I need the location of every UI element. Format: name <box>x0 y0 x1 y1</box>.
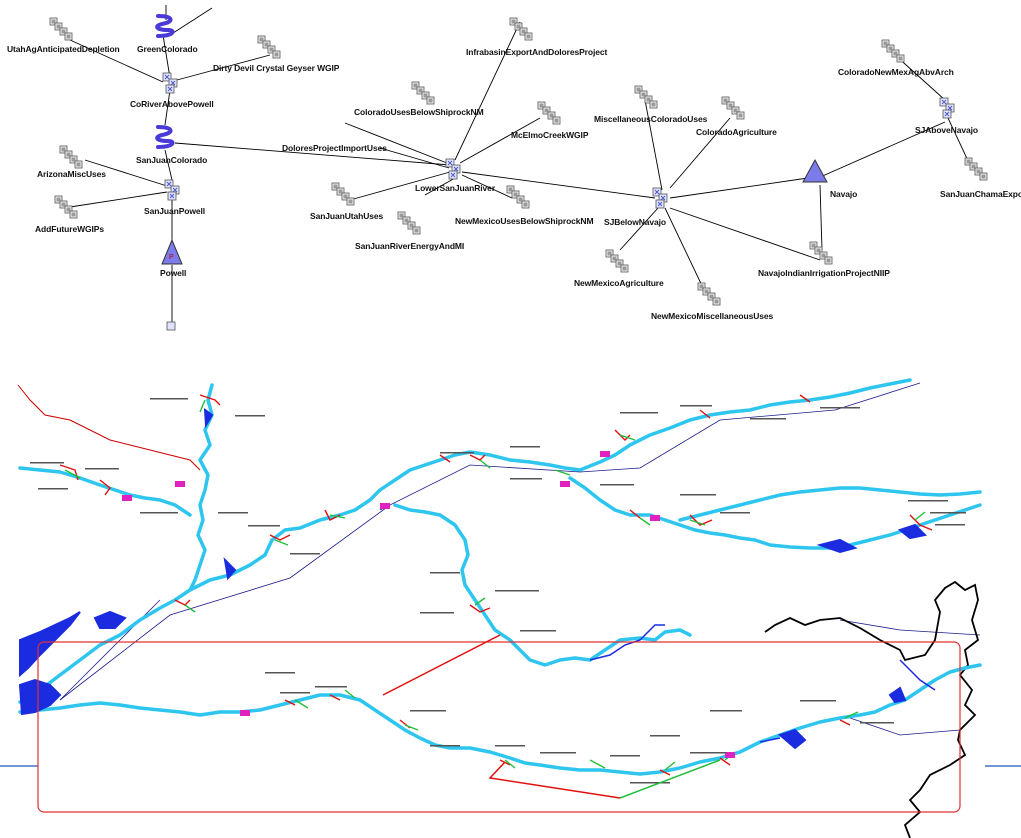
node-label: SanJuanRiverEnergyAndMI <box>355 241 464 251</box>
node-label: McElmoCreekWGIP <box>511 130 589 140</box>
node-powell-reservoir[interactable]: P Powell <box>160 238 186 278</box>
node-infrabasin-export[interactable]: InfrabasinExportAndDoloresProject <box>466 17 608 57</box>
map-tiny-labels <box>30 398 966 784</box>
magenta-markers <box>122 451 735 758</box>
node-label: NavajoIndianIrrigationProjectNIIP <box>758 268 890 278</box>
state-border-line <box>764 580 980 838</box>
node-label: Navajo <box>830 189 857 199</box>
node-label: SanJuanUtahUses <box>310 211 384 221</box>
node-misc-colorado-uses[interactable]: MiscellaneousColoradoUses <box>594 85 708 124</box>
node-niip[interactable]: NavajoIndianIrrigationProjectNIIP <box>758 241 890 278</box>
node-label: NewMexicoAgriculture <box>574 278 664 288</box>
network-nodes: GreenColorado UtahAgAnticipatedDepletion… <box>7 14 1021 331</box>
node-label: GreenColorado <box>137 44 198 54</box>
node-green-colorado[interactable]: GreenColorado <box>137 14 198 54</box>
node-co-river-above-powell[interactable]: CoRiverAbovePowell <box>130 72 214 109</box>
node-label: Dirty Devil Crystal Geyser WGIP <box>213 63 340 73</box>
node-label: InfrabasinExportAndDoloresProject <box>466 47 607 57</box>
node-mcelmo-creek[interactable]: McElmoCreekWGIP <box>511 101 589 140</box>
node-add-future-wgips[interactable]: AddFutureWGIPs <box>35 195 104 234</box>
reservoir-badge: P <box>169 254 174 261</box>
node-label: SanJuanChamaExport <box>940 189 1021 199</box>
node-label: UtahAgAnticipatedDepletion <box>7 44 120 54</box>
connector-lines <box>59 382 981 736</box>
node-sj-above-navajo[interactable]: SJAboveNavajo <box>915 97 978 135</box>
node-san-juan-colorado[interactable]: SanJuanColorado <box>136 125 207 165</box>
node-dolores-project[interactable]: DoloresProjectImportUses <box>282 143 387 153</box>
callout-line-green <box>619 759 721 799</box>
node-san-juan-powell[interactable]: SanJuanPowell <box>144 179 205 216</box>
node-san-juan-utah-uses[interactable]: SanJuanUtahUses <box>310 182 384 221</box>
node-label: NewMexicoUsesBelowShiprockNM <box>455 216 593 226</box>
downstream-node[interactable] <box>166 321 176 331</box>
node-nm-misc-uses[interactable]: NewMexicoMiscellaneousUses <box>651 282 774 321</box>
node-utah-ag-depletion[interactable]: UtahAgAnticipatedDepletion <box>7 17 120 54</box>
diversion-links-green <box>64 399 926 771</box>
node-dirty-devil[interactable]: Dirty Devil Crystal Geyser WGIP <box>213 35 340 73</box>
node-san-juan-chama-export[interactable]: SanJuanChamaExport <box>940 157 1021 199</box>
node-label: ColoradoAgriculture <box>696 127 777 137</box>
node-navajo-reservoir[interactable]: Navajo <box>802 158 857 199</box>
node-label: SanJuanColorado <box>136 155 207 165</box>
node-arizona-misc-uses[interactable]: ArizonaMiscUses <box>37 145 106 179</box>
region-highlight-box <box>37 641 961 813</box>
node-label: ColoradoUsesBelowShiprockNM <box>354 107 484 117</box>
node-label: NewMexicoMiscellaneousUses <box>651 311 773 321</box>
node-label: Powell <box>160 268 186 278</box>
node-label: SanJuanPowell <box>144 206 205 216</box>
node-colorado-agriculture[interactable]: ColoradoAgriculture <box>696 96 777 137</box>
state-boundary-line <box>17 384 201 471</box>
node-label: MiscellaneousColoradoUses <box>594 114 708 124</box>
node-label: AddFutureWGIPs <box>35 224 104 234</box>
node-label: CoRiverAbovePowell <box>130 99 214 109</box>
node-label: ArizonaMiscUses <box>37 169 106 179</box>
network-schematic: GreenColorado UtahAgAnticipatedDepletion… <box>7 5 1021 331</box>
node-nm-uses-below-shiprock[interactable]: NewMexicoUsesBelowShiprockNM <box>455 185 594 226</box>
node-label: SJBelowNavajo <box>604 217 666 227</box>
node-label: DoloresProjectImportUses <box>282 143 387 153</box>
diversion-links-red <box>59 394 933 776</box>
node-san-juan-energy[interactable]: SanJuanRiverEnergyAndMI <box>355 211 464 251</box>
callout-line-red <box>382 634 501 696</box>
river-network <box>18 378 982 776</box>
node-co-nm-ag-above-arch[interactable]: ColoradoNewMexAgAbvArch <box>838 39 954 77</box>
node-label: LowerSanJuanRiver <box>415 183 496 193</box>
callout-line-red-bottom <box>488 761 621 799</box>
node-label: SJAboveNavajo <box>915 125 978 135</box>
node-nm-agriculture[interactable]: NewMexicoAgriculture <box>574 249 664 288</box>
node-lower-san-juan-river[interactable]: LowerSanJuanRiver <box>415 158 496 193</box>
node-sj-below-navajo[interactable]: SJBelowNavajo <box>604 187 668 227</box>
network-links <box>69 5 971 322</box>
reservoir-shapes <box>18 407 928 750</box>
node-colorado-uses-below-shiprock[interactable]: ColoradoUsesBelowShiprockNM <box>354 81 484 117</box>
river-basin-map <box>0 378 1021 838</box>
node-label: ColoradoNewMexAgAbvArch <box>838 67 954 77</box>
